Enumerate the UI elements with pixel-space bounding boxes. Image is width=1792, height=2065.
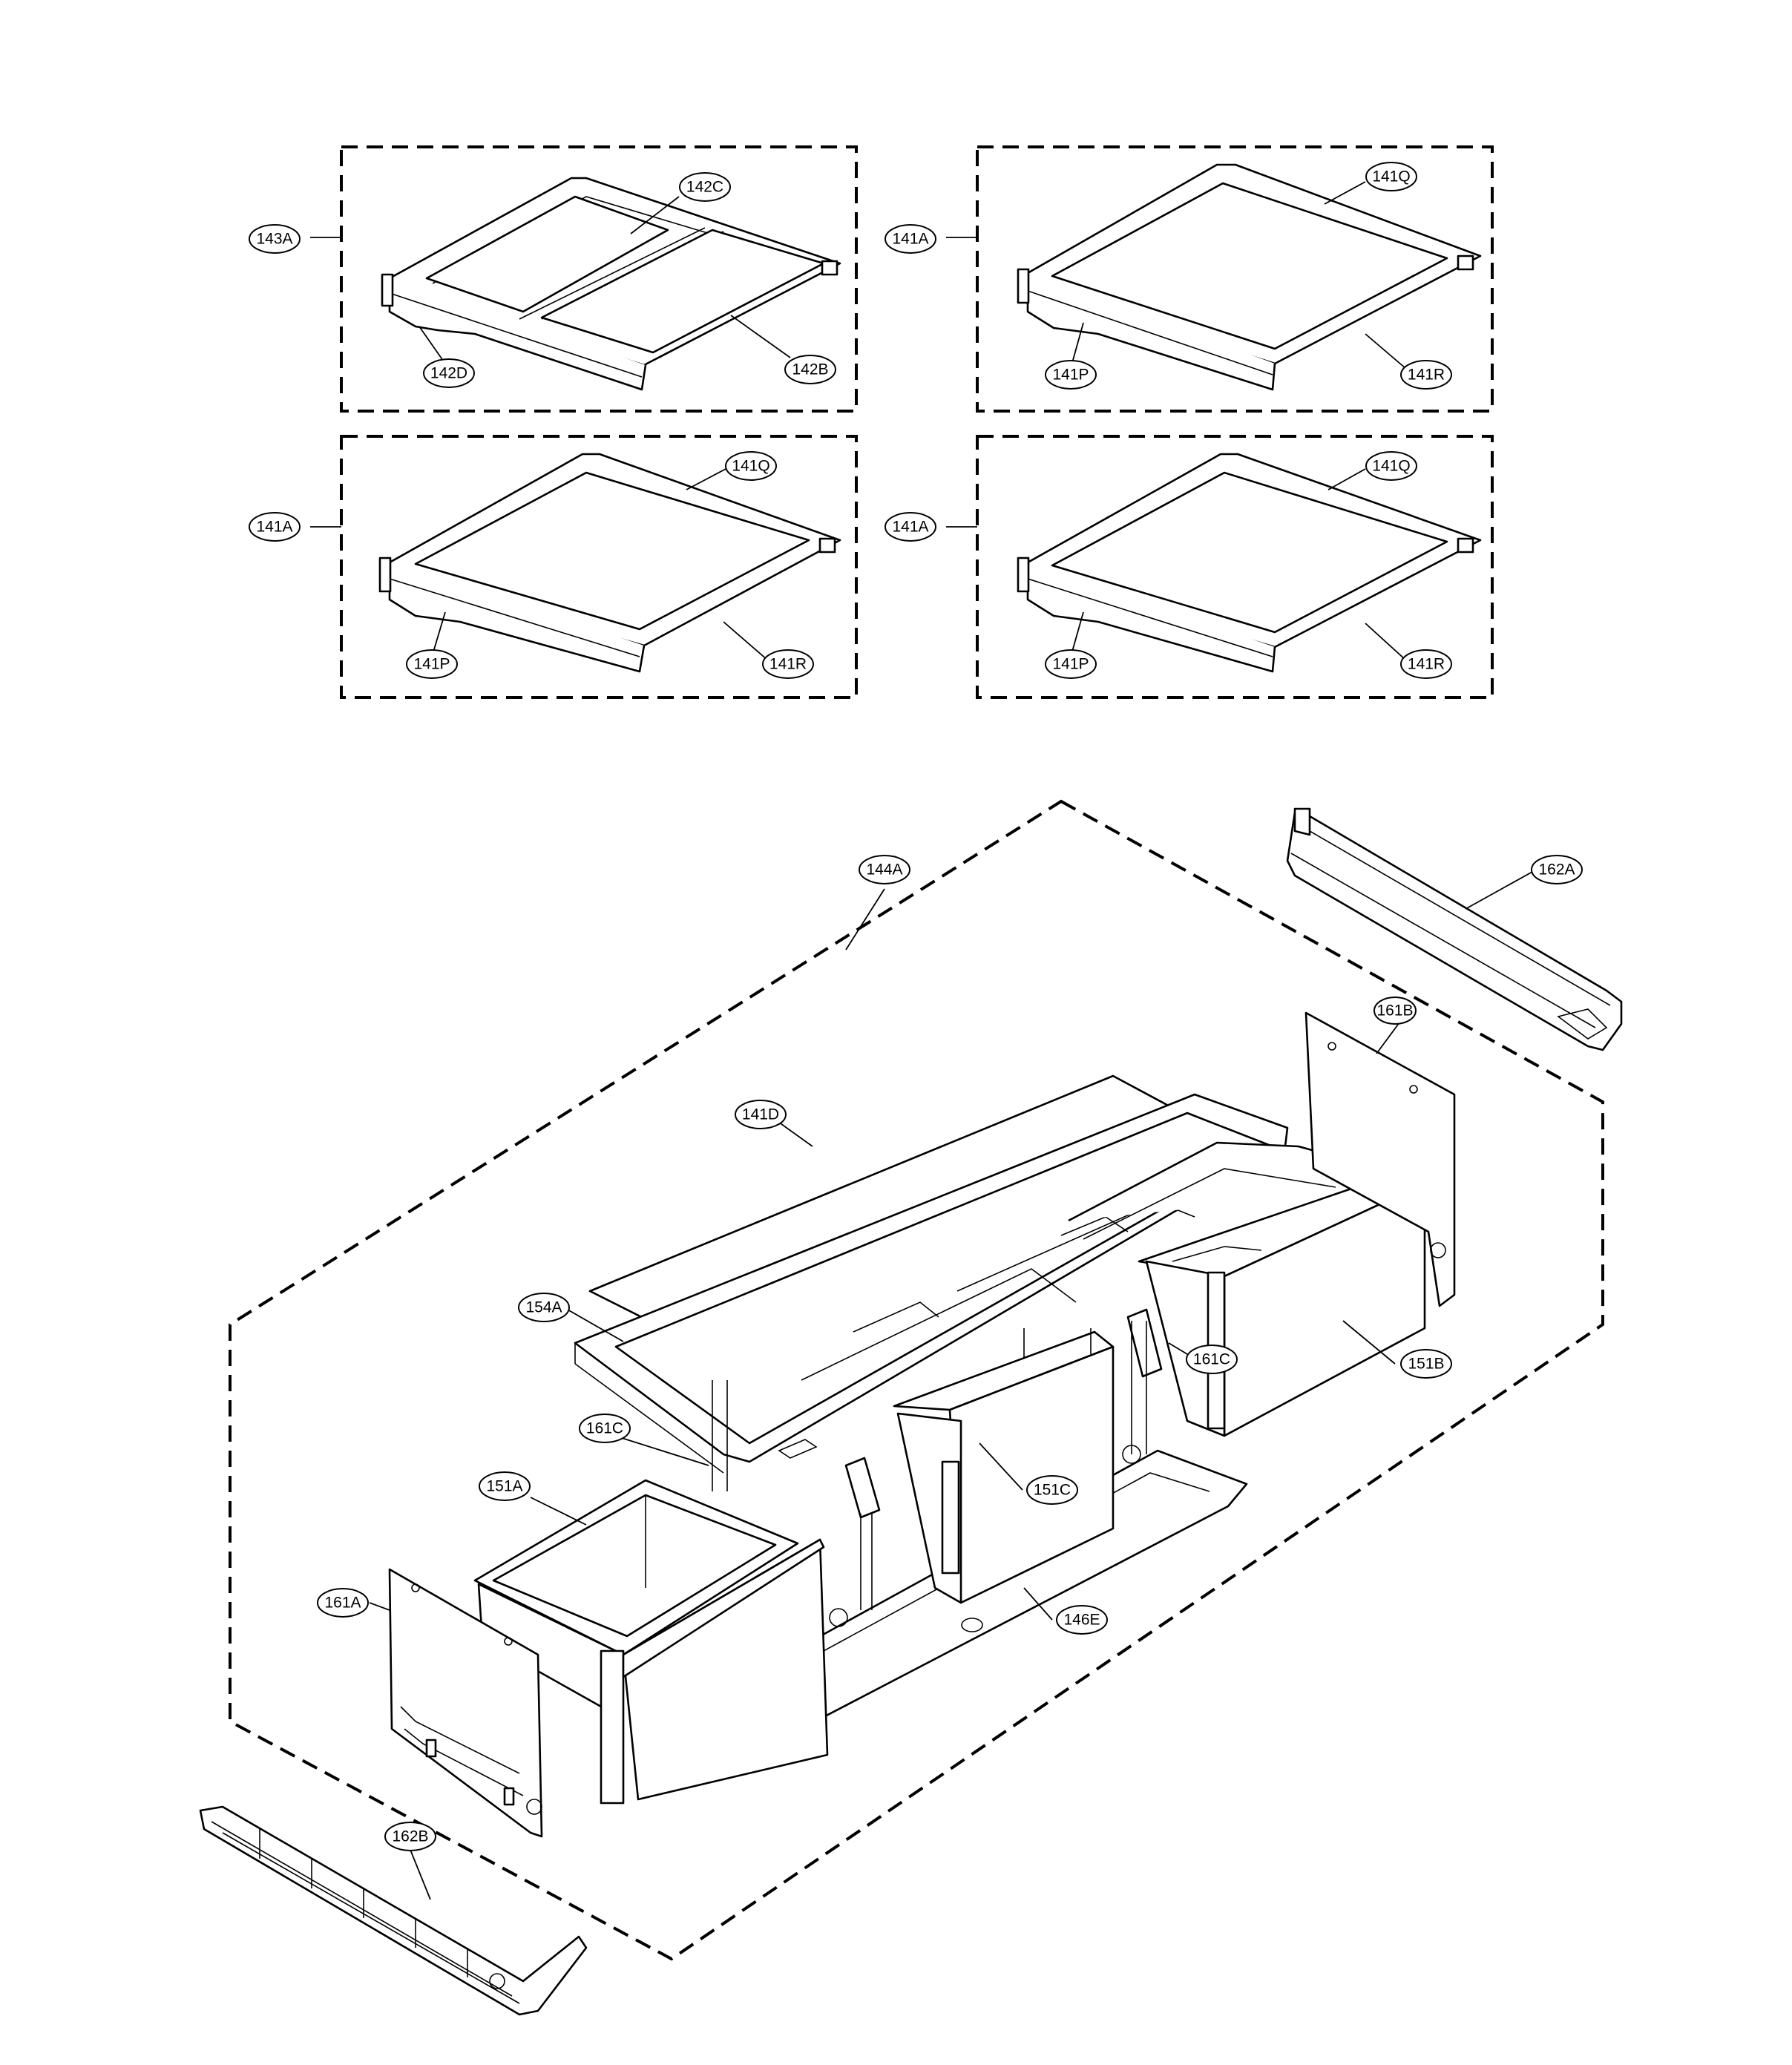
callout-161a: 161A — [317, 1588, 369, 1618]
drawer-cover-161a — [388, 1568, 543, 1838]
svg-text:142B: 142B — [792, 361, 828, 378]
svg-text:154A: 154A — [525, 1299, 562, 1316]
shelf-143a-drawing — [381, 177, 841, 391]
drawer-151a — [473, 1479, 829, 1805]
callout-141d: 141D — [735, 1100, 787, 1129]
shelf-assembly-143a — [310, 145, 858, 413]
svg-text:162B: 162B — [392, 1828, 428, 1845]
svg-text:161C: 161C — [1193, 1351, 1230, 1368]
svg-text:142C: 142C — [686, 179, 723, 196]
svg-text:141A: 141A — [256, 519, 292, 536]
shelf-141a-3-drawing — [1017, 453, 1482, 673]
callout-161c-1: 161C — [1186, 1345, 1238, 1374]
svg-text:141Q: 141Q — [732, 458, 769, 475]
callout-141q-3: 141Q — [1365, 451, 1417, 481]
callout-141a-2: 141A — [249, 512, 301, 542]
shelf-assembly-141a-3 — [946, 435, 1494, 699]
callout-141p-2: 141P — [406, 649, 458, 679]
callout-141r-2: 141R — [762, 649, 814, 679]
svg-text:141R: 141R — [1408, 367, 1445, 384]
callout-142d: 142D — [423, 358, 475, 388]
callout-141a-1: 141A — [884, 224, 936, 254]
drawer-151c — [893, 1328, 1115, 1604]
cover-frame-154a — [574, 1093, 1289, 1474]
callout-151a: 151A — [479, 1471, 531, 1501]
callout-141a-3: 141A — [884, 512, 936, 542]
callout-141p-3: 141P — [1045, 649, 1097, 679]
svg-text:141R: 141R — [769, 656, 807, 673]
svg-text:141P: 141P — [1052, 367, 1089, 384]
callout-146e: 146E — [1056, 1605, 1108, 1635]
dashed-frame-144a — [229, 799, 1604, 1961]
svg-text:141Q: 141Q — [1372, 458, 1410, 475]
callout-161c-2: 161C — [579, 1414, 631, 1443]
svg-text:143A: 143A — [256, 231, 292, 248]
svg-text:141A: 141A — [892, 519, 928, 536]
svg-text:161C: 161C — [586, 1420, 623, 1437]
callout-154a: 154A — [518, 1293, 570, 1322]
shelf-assembly-141a-1 — [946, 145, 1494, 413]
svg-text:142D: 142D — [430, 365, 467, 382]
callout-161b: 161B — [1373, 997, 1417, 1025]
svg-text:151C: 151C — [1034, 1482, 1071, 1499]
svg-text:151A: 151A — [486, 1478, 522, 1495]
svg-text:141R: 141R — [1408, 656, 1445, 673]
dashed-frame-141a-3 — [976, 435, 1494, 699]
crisper-assembly-144a — [229, 799, 1604, 1961]
callout-141q-2: 141Q — [725, 451, 777, 481]
callout-162a: 162A — [1531, 855, 1583, 884]
callout-141p-1: 141P — [1045, 360, 1097, 390]
callout-142b: 142B — [784, 355, 836, 384]
svg-text:141D: 141D — [742, 1106, 779, 1123]
svg-text:141P: 141P — [413, 656, 450, 673]
callout-141q-1: 141Q — [1365, 162, 1417, 191]
dashed-frame-143a — [340, 145, 858, 413]
svg-text:161B: 161B — [1376, 1002, 1413, 1020]
drawer-cover-161b — [1304, 1011, 1456, 1307]
shelf-assembly-141a-2 — [310, 435, 858, 699]
svg-text:151B: 151B — [1408, 1356, 1444, 1373]
dashed-frame-141a-2 — [340, 435, 858, 699]
callout-162b: 162B — [384, 1822, 436, 1851]
svg-text:141A: 141A — [892, 231, 928, 248]
callout-143a: 143A — [249, 224, 301, 254]
callout-141r-3: 141R — [1400, 649, 1452, 679]
rail-162a — [1286, 807, 1623, 1051]
svg-text:146E: 146E — [1063, 1612, 1100, 1629]
svg-text:141Q: 141Q — [1372, 168, 1410, 186]
svg-text:141P: 141P — [1052, 656, 1089, 673]
divider-rails-161c — [712, 1308, 1163, 1627]
svg-text:162A: 162A — [1538, 861, 1575, 879]
shelf-141a-1-drawing — [1017, 163, 1482, 391]
rail-162b — [199, 1805, 588, 2016]
callout-141r-1: 141R — [1400, 360, 1452, 390]
svg-text:161A: 161A — [324, 1595, 361, 1612]
callout-144a: 144A — [859, 855, 910, 884]
callout-151b: 151B — [1400, 1349, 1452, 1379]
shelf-141a-2-drawing — [378, 453, 841, 673]
callout-142c: 142C — [679, 172, 731, 202]
dashed-frame-141a-1 — [976, 145, 1494, 413]
svg-text:144A: 144A — [866, 861, 902, 879]
callout-151c: 151C — [1026, 1475, 1078, 1505]
